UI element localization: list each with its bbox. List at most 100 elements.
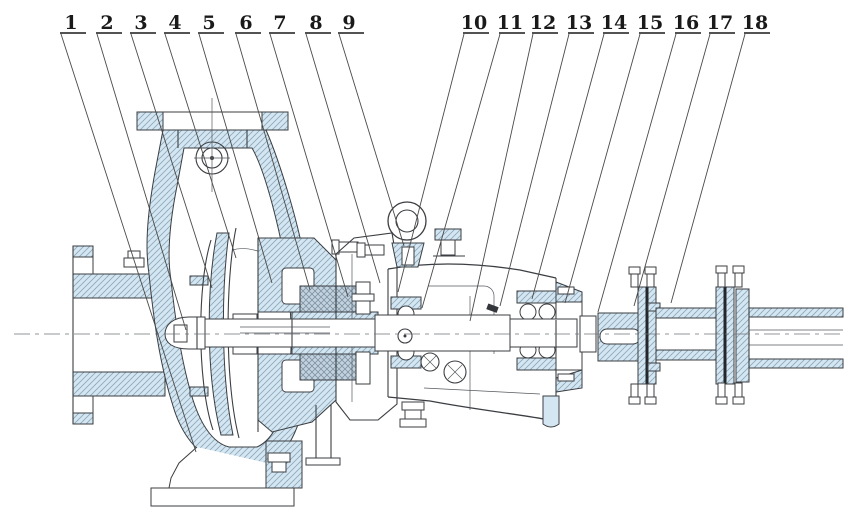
- flange1-step-bottom: [647, 362, 661, 372]
- pump-foot: [150, 440, 303, 507]
- oil-breather-stem: [440, 239, 456, 256]
- leader-line-6: [235, 33, 311, 291]
- suction-flange-face-top: [72, 256, 94, 275]
- drain-plug: [401, 401, 425, 411]
- leader-line-7: [269, 33, 349, 298]
- lifting-eye-stem: [401, 246, 415, 266]
- frame-adapter: [305, 232, 398, 466]
- flange2-bolt-head-3: [715, 396, 728, 405]
- callout-number-16: 16: [673, 12, 699, 34]
- callout-10: 10: [397, 12, 489, 293]
- callout-16: 16: [597, 12, 701, 313]
- right-bearing-ball-1: [519, 303, 537, 321]
- suction-pipe-wall-bottom: [72, 371, 166, 397]
- callout-number-13: 13: [566, 12, 592, 34]
- coupling-flange2-plate-a: [715, 286, 725, 385]
- casing-wear-ring-bottom: [189, 386, 209, 397]
- leader-line-18: [670, 33, 746, 304]
- adapter-outline: [335, 232, 398, 421]
- callout-number-10: 10: [461, 12, 487, 34]
- casing-stud-head: [127, 250, 141, 259]
- drain-plug-head: [399, 418, 427, 428]
- callout-number-3: 3: [134, 12, 147, 34]
- callout-number-18: 18: [742, 12, 768, 34]
- flange2-bolt-shank-1: [717, 272, 726, 288]
- callout-6: 6: [235, 12, 311, 291]
- driver-tube-wall-bottom: [748, 358, 844, 369]
- callout-14: 14: [531, 12, 629, 300]
- coupling-flange2-hub: [735, 288, 750, 383]
- adapter-bolt-head: [356, 242, 366, 258]
- oil-flinger-2-cross: [447, 364, 463, 380]
- flange2-gap: [723, 287, 727, 384]
- leader-line-14: [531, 33, 605, 300]
- flange1-bolt-head-1: [628, 266, 641, 275]
- leader-line-5: [198, 33, 273, 284]
- leader-line-2: [96, 33, 187, 331]
- callout-5: 5: [198, 12, 273, 284]
- spacer-wall-top: [655, 307, 719, 319]
- flange1-bolt-shank-3: [630, 383, 639, 398]
- gland-bolt: [351, 293, 375, 302]
- bearing-housing: [387, 201, 583, 428]
- leader-line-10: [397, 33, 465, 293]
- callout-13: 13: [499, 12, 594, 307]
- callout-18: 18: [670, 12, 770, 304]
- flange2-bolt-shank-4: [734, 382, 743, 398]
- flange2-bolt-shank-3: [717, 382, 726, 398]
- callout-12: 12: [469, 12, 558, 322]
- oil-flinger-1: [420, 352, 440, 372]
- leader-line-15: [564, 33, 641, 304]
- foot-bolt-nut: [271, 461, 287, 473]
- leader-line-1: [60, 33, 197, 453]
- callout-number-8: 8: [309, 12, 322, 34]
- end-cap-bolt-top: [557, 286, 575, 295]
- flange2-bolt-head-1: [715, 265, 728, 274]
- leader-line-16: [597, 33, 677, 313]
- support-foot: [305, 457, 341, 466]
- callout-number-11: 11: [497, 12, 523, 34]
- gland-bottom: [355, 351, 371, 385]
- right-bearing-outer-race-top: [516, 290, 560, 304]
- volute-casing: [136, 98, 311, 464]
- shaft-seal: [291, 281, 379, 385]
- oil-flinger-1-cross: [423, 355, 437, 369]
- callout-number-4: 4: [168, 12, 181, 34]
- drain-plug-nut: [404, 409, 422, 420]
- leader-line-4: [164, 33, 237, 259]
- flange1-bolt-head-4: [644, 396, 657, 405]
- casing-wear-ring-top: [189, 275, 209, 286]
- coupling: [597, 265, 844, 405]
- callout-number-5: 5: [202, 12, 215, 34]
- keyway: [599, 328, 641, 345]
- leader-line-17: [633, 33, 711, 307]
- seal-packing-bottom: [299, 353, 357, 381]
- suction-flange-face-bottom: [72, 395, 94, 414]
- flange1-bolt-shank-2: [646, 273, 655, 288]
- right-bearing-outer-race-bottom: [516, 357, 560, 371]
- shaft-oil-hole: [397, 328, 413, 344]
- impeller-nut-hex: [173, 324, 188, 343]
- flange1-bolt-head-3: [628, 396, 641, 405]
- discharge-flange-face: [162, 111, 263, 131]
- callout-number-7: 7: [273, 12, 286, 34]
- callout-2: 2: [96, 12, 187, 331]
- suction-flange-bolt-tab-bottom: [72, 412, 94, 425]
- callout-number-17: 17: [707, 12, 733, 34]
- flange1-gap: [645, 287, 649, 384]
- callout-number-12: 12: [530, 12, 556, 34]
- housing-bottom: [387, 396, 556, 420]
- flange2-bolt-shank-2: [734, 272, 743, 288]
- flange1-bolt-head-2: [644, 266, 657, 275]
- housing-foot-lug: [542, 395, 560, 428]
- lifting-eye-ring: [387, 201, 427, 241]
- shaft-oil-hole-center: [403, 334, 407, 338]
- callout-4: 4: [164, 12, 237, 259]
- oil-breather-cap: [434, 228, 462, 241]
- callout-number-14: 14: [601, 12, 627, 34]
- callout-number-9: 9: [342, 12, 355, 34]
- callout-number-15: 15: [637, 12, 663, 34]
